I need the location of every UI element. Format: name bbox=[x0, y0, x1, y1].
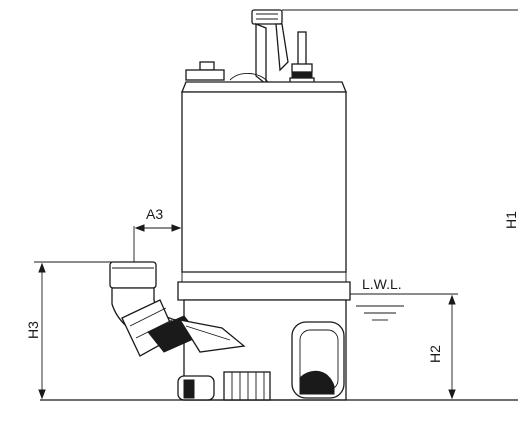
motor-housing bbox=[177, 81, 351, 301]
discharge-elbow bbox=[109, 261, 246, 357]
label-lwl: L.W.L. bbox=[362, 276, 402, 292]
pump-base bbox=[40, 371, 518, 401]
water-level-symbol bbox=[356, 305, 404, 321]
label-h1: H1 bbox=[503, 211, 518, 229]
label-h2: H2 bbox=[427, 345, 443, 363]
dimension-a3 bbox=[133, 224, 183, 262]
pump-handle bbox=[251, 9, 518, 86]
dimension-h2 bbox=[350, 293, 458, 400]
label-h3: H3 bbox=[25, 321, 41, 339]
label-a3: A3 bbox=[146, 206, 163, 222]
cable-gland bbox=[289, 31, 315, 89]
top-bolt bbox=[185, 61, 269, 83]
dimension-h3 bbox=[34, 261, 112, 400]
